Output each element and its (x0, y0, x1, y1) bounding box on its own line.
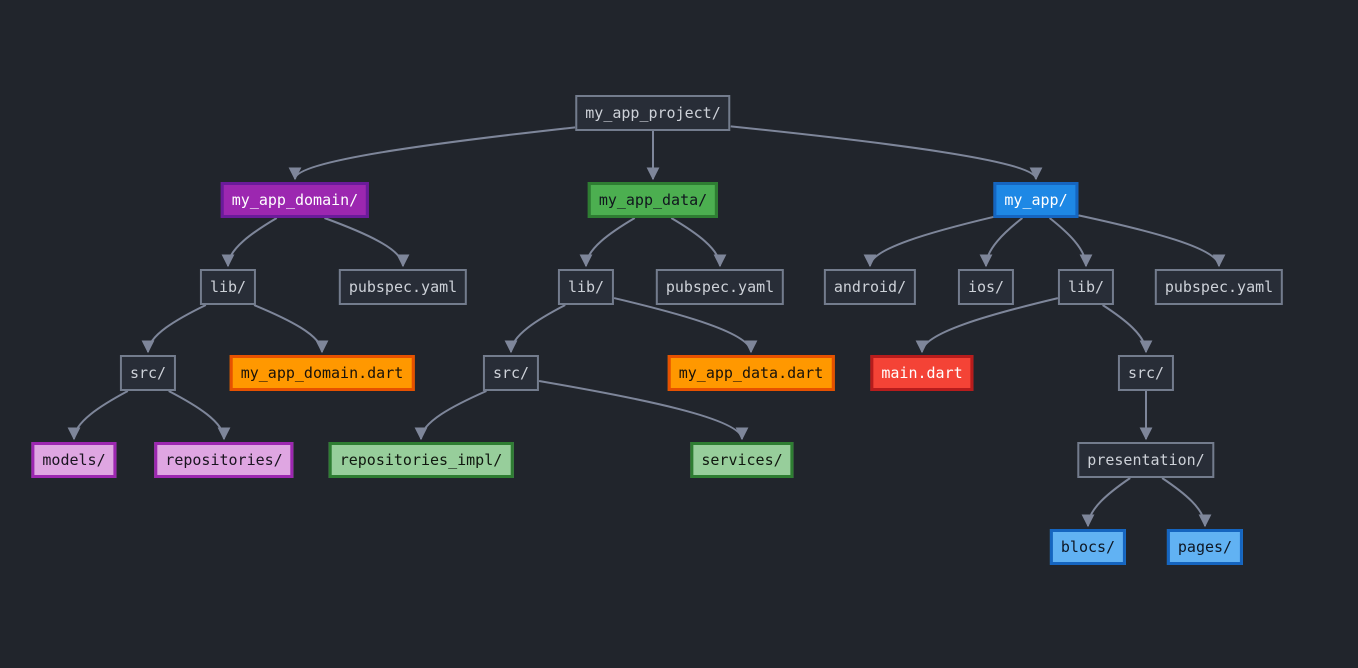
edge-lib-data-to-my-app-data-dart (613, 297, 758, 354)
edge-lib-app-to-src-app (1102, 304, 1153, 354)
edge-lib-app-to-main-dart (915, 297, 1059, 354)
node-src-domain: src/ (119, 355, 177, 391)
node-models: models/ (31, 442, 117, 478)
node-my-app-data-dart: my_app_data.dart (667, 355, 835, 391)
node-my-app-domain-dart: my_app_domain.dart (229, 355, 415, 391)
edge-presentation-to-pages (1161, 477, 1212, 528)
edge-my-app-to-android (863, 215, 994, 268)
node-pubspec-app: pubspec.yaml (1154, 269, 1284, 305)
node-repositories: repositories/ (154, 442, 294, 478)
edge-my-app-to-ios (979, 217, 1023, 268)
node-pubspec-data: pubspec.yaml (655, 269, 785, 305)
edge-lib-domain-to-src-domain (141, 304, 207, 354)
node-repositories-impl: repositories_impl/ (328, 442, 514, 478)
node-my-app-data: my_app_data/ (587, 182, 719, 218)
node-blocs: blocs/ (1049, 529, 1127, 565)
edge-my-app-domain-to-pubspec-domain (324, 217, 410, 268)
edge-src-domain-to-repositories (168, 390, 231, 441)
node-src-app: src/ (1117, 355, 1175, 391)
edge-my-app-to-pubspec-app (1078, 214, 1226, 268)
node-lib-domain: lib/ (199, 269, 257, 305)
node-my-app-domain: my_app_domain/ (220, 182, 370, 218)
node-src-data: src/ (482, 355, 540, 391)
node-my-app-project: my_app_project/ (575, 95, 731, 131)
node-pages: pages/ (1166, 529, 1244, 565)
edge-my-app-domain-to-lib-domain (221, 217, 278, 268)
edge-my-app-project-to-my-app (730, 125, 1043, 181)
edge-presentation-to-blocs (1081, 477, 1131, 528)
edge-my-app-to-lib-app (1049, 217, 1093, 268)
node-presentation: presentation/ (1077, 442, 1215, 478)
node-main-dart: main.dart (870, 355, 974, 391)
node-lib-data: lib/ (557, 269, 615, 305)
edge-my-app-data-to-lib-data (579, 217, 636, 268)
edge-lib-domain-to-my-app-domain-dart (253, 304, 329, 354)
edge-lib-data-to-src-data (504, 304, 566, 354)
node-my-app: my_app/ (993, 182, 1079, 218)
node-android: android/ (823, 269, 917, 305)
edge-my-app-data-to-pubspec-data (670, 217, 727, 268)
edge-my-app-project-to-my-app-domain (288, 126, 576, 181)
node-pubspec-domain: pubspec.yaml (338, 269, 468, 305)
edge-src-data-to-repositories-impl (414, 390, 487, 441)
node-services: services/ (690, 442, 794, 478)
node-lib-app: lib/ (1057, 269, 1115, 305)
edge-src-domain-to-models (67, 390, 129, 441)
node-ios: ios/ (957, 269, 1015, 305)
